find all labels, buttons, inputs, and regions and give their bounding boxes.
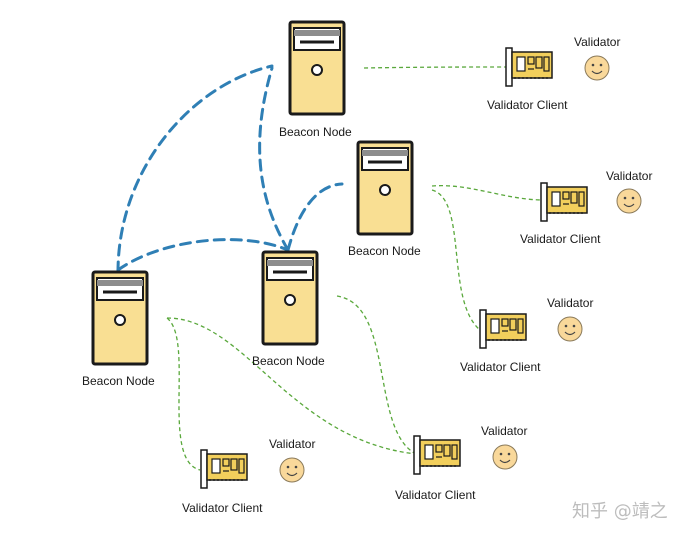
validator-5-face-icon xyxy=(279,457,305,483)
beacon-node-center-label: Beacon Node xyxy=(252,354,325,368)
validator-1-face-icon xyxy=(584,55,610,81)
link-left-center xyxy=(116,238,290,272)
validator-3-label: Validator xyxy=(547,296,594,310)
validator-client-5-label: Validator Client xyxy=(182,501,263,515)
validator-client-2-label: Validator Client xyxy=(520,232,601,246)
link-center-top xyxy=(258,66,290,252)
validator-4-face-icon xyxy=(492,444,518,470)
client-links xyxy=(166,66,545,471)
beacon-node-top-server xyxy=(288,20,346,116)
validator-2-label: Validator xyxy=(606,169,653,183)
watermark: 知乎 @靖之 xyxy=(572,501,668,522)
validator-client-1-label: Validator Client xyxy=(487,98,568,112)
link-left-vc4 xyxy=(166,317,417,455)
link-left-vc5 xyxy=(166,317,201,471)
validator-client-2-card xyxy=(540,182,588,222)
validator-client-4-card xyxy=(413,435,461,475)
beacon-node-top-label: Beacon Node xyxy=(279,125,352,139)
validator-client-3-card xyxy=(479,309,527,349)
validator-2-face-icon xyxy=(616,188,642,214)
beacon-node-center-server xyxy=(261,250,319,346)
beacon-node-mid-server xyxy=(356,140,414,236)
validator-client-3-label: Validator Client xyxy=(460,360,541,374)
validator-client-4-label: Validator Client xyxy=(395,488,476,502)
link-mid-vc3 xyxy=(431,189,481,331)
validator-3-face-icon xyxy=(557,316,583,342)
validator-1-label: Validator xyxy=(574,35,621,49)
link-top-vc1 xyxy=(363,66,509,69)
beacon-node-left-server xyxy=(91,270,149,366)
beacon-node-mid-label: Beacon Node xyxy=(348,244,421,258)
validator-4-label: Validator xyxy=(481,424,528,438)
link-center-vc4 xyxy=(336,295,417,455)
validator-client-5-card xyxy=(200,449,248,489)
beacon-links xyxy=(116,64,344,274)
validator-5-label: Validator xyxy=(269,437,316,451)
link-mid-vc2 xyxy=(431,185,545,201)
validator-client-1-card xyxy=(505,47,553,87)
link-center-mid xyxy=(286,182,344,252)
link-left-top xyxy=(116,64,274,274)
beacon-node-left-label: Beacon Node xyxy=(82,374,155,388)
